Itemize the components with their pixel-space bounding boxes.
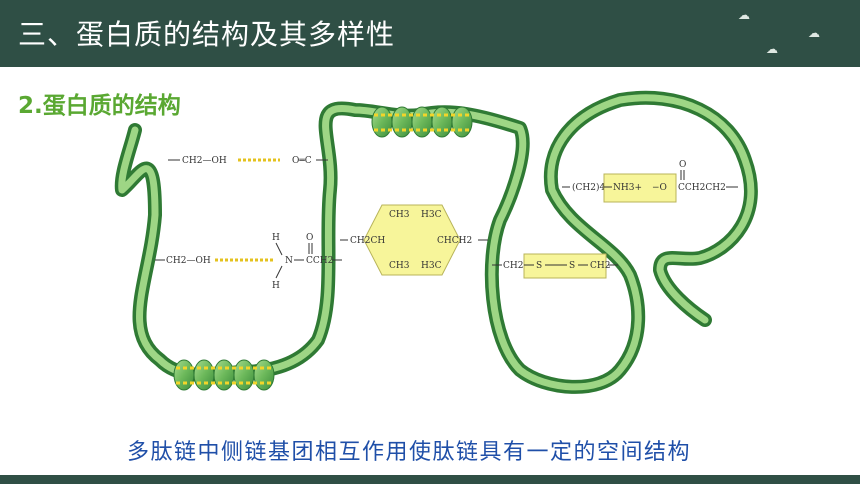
cloud-icon: ☁	[766, 42, 778, 56]
h-bottom-label: H	[272, 281, 280, 291]
footer-bar	[0, 475, 860, 484]
o-label: O	[306, 233, 313, 243]
ch2oh-label: CH2—OH	[166, 256, 211, 266]
s-label: S	[569, 261, 575, 271]
nh3-label: NH3+	[613, 183, 642, 193]
hydrophobic-interaction: CH2CH CH3 H3C CHCH2 CH3 H3C	[340, 204, 488, 276]
hydrogen-bond-top: CH2—OH O═C	[168, 156, 328, 166]
h3c-label: H3C	[421, 210, 442, 220]
ch3-label: CH3	[389, 210, 410, 220]
ch2oh-label: CH2—OH	[182, 156, 227, 166]
cch2-label: CCH2	[306, 256, 333, 266]
alpha-helix-top	[371, 106, 473, 138]
section-title: 2.蛋白质的结构	[18, 93, 181, 119]
co-label: O═C	[292, 156, 312, 166]
ch3-label: CH3	[389, 261, 410, 271]
ch2-label: CH2	[503, 261, 523, 271]
chch2-label: CHCH2	[437, 236, 472, 246]
n-label: N	[285, 256, 293, 266]
hydrogen-bond-mid: CH2—OH H N H O CCH2	[155, 233, 342, 291]
h-top-label: H	[272, 233, 280, 243]
ch2ch-label: CH2CH	[350, 236, 385, 246]
h3c-label: H3C	[421, 261, 442, 271]
caption: 多肽链中侧链基团相互作用使肽链具有一定的空间结构	[126, 440, 691, 465]
o-top-label: O	[679, 160, 686, 170]
cch2ch2-label: CCH2CH2	[678, 183, 726, 193]
ch2-4-label: (CH2)4	[572, 182, 605, 193]
header-title: 三、蛋白质的结构及其多样性	[18, 18, 396, 51]
header-bar: 三、蛋白质的结构及其多样性 ☁ ☁ ☁	[0, 0, 860, 67]
ch2-label: CH2	[590, 261, 610, 271]
s-label: S	[536, 261, 542, 271]
cloud-icon: ☁	[738, 8, 750, 22]
alpha-helix-bottom	[173, 359, 275, 391]
o-minus-label: −O	[652, 183, 667, 193]
polypeptide-ribbon	[114, 90, 758, 394]
ionic-bond: (CH2)4 NH3+ −O O CCH2CH2	[562, 160, 738, 203]
cloud-icon: ☁	[808, 26, 820, 40]
disulfide-bond: CH2 S S CH2	[492, 253, 618, 279]
